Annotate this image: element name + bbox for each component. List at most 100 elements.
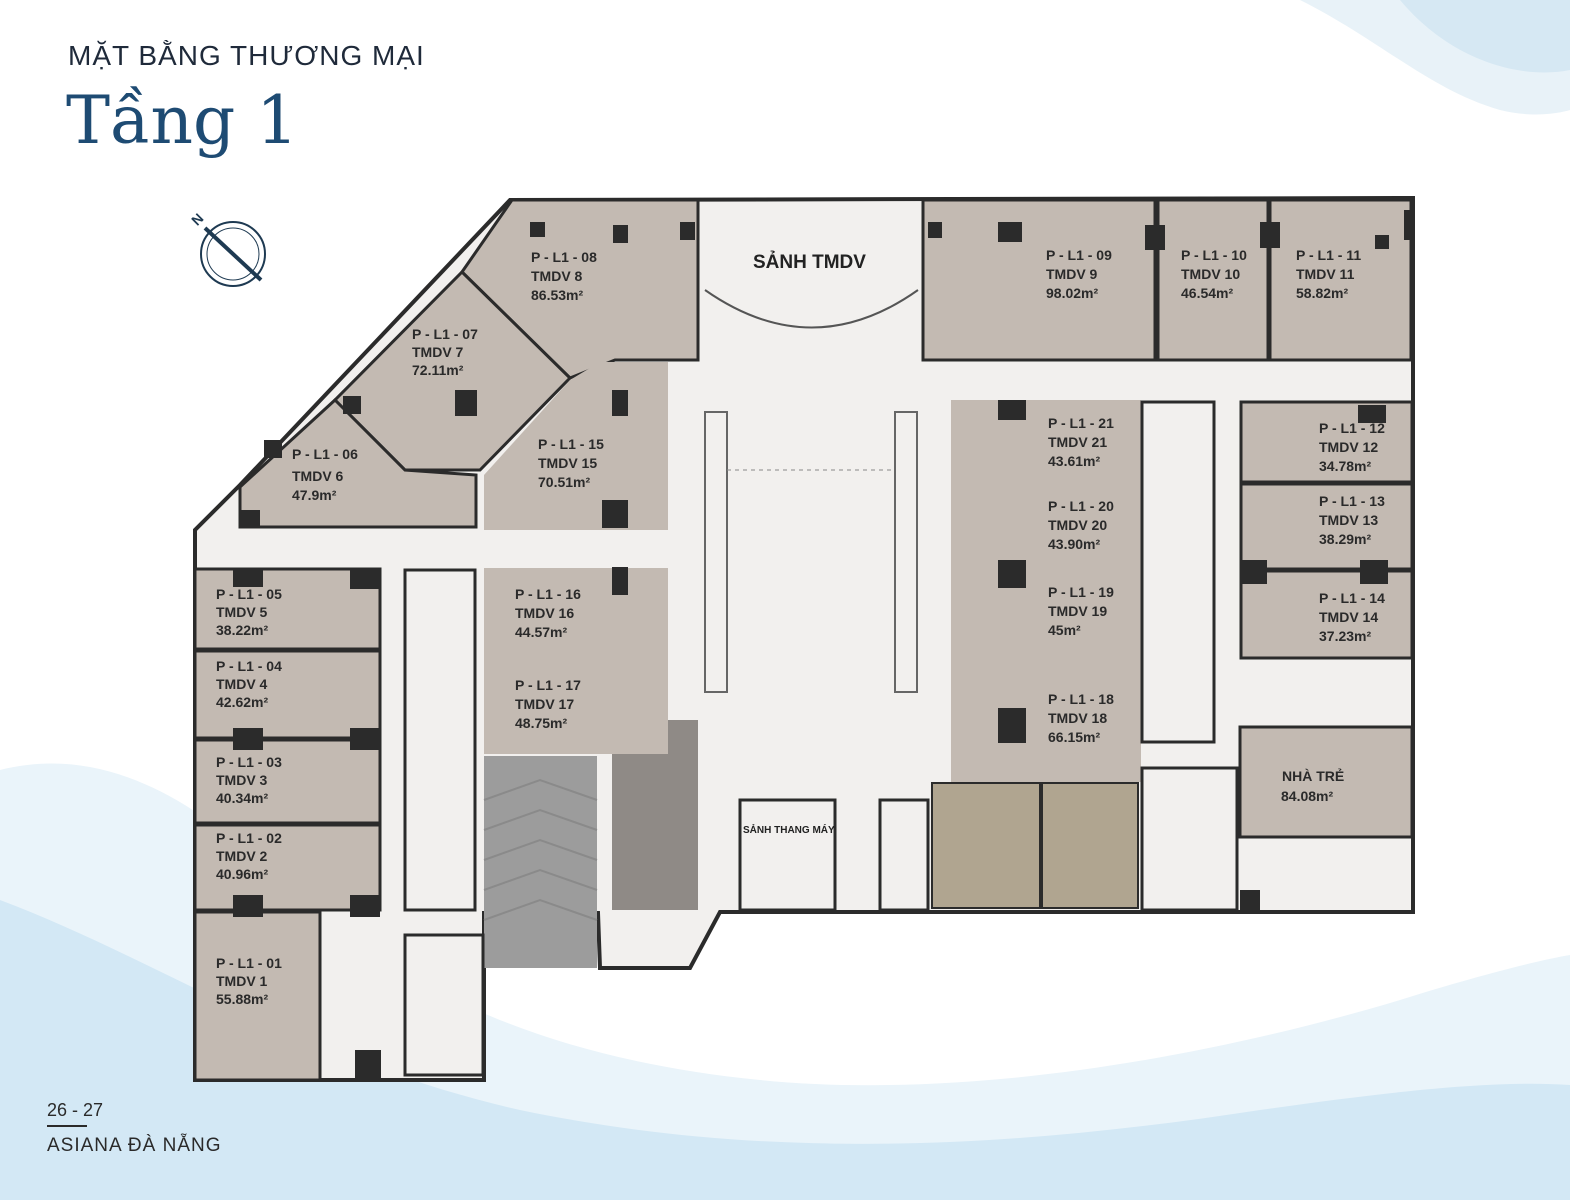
unit-shape-14 <box>1239 569 1414 660</box>
svg-text:P - L1 - 07: P - L1 - 07 <box>412 326 478 342</box>
unit-shape-02 <box>193 823 382 912</box>
service-core <box>403 400 1239 1077</box>
unit-label-06: P - L1 - 06 TMDV 6 47.9m² <box>292 446 358 503</box>
unit-shape-11 <box>1268 198 1413 362</box>
unit-shape-05 <box>193 567 382 651</box>
svg-text:P - L1 - 02: P - L1 - 02 <box>216 830 282 846</box>
svg-text:P - L1 - 17: P - L1 - 17 <box>515 677 581 693</box>
svg-text:48.75m²: 48.75m² <box>515 715 567 731</box>
unit-label-14: P - L1 - 14 TMDV 14 37.23m² <box>1319 590 1385 644</box>
nursery-label: NHÀ TRẺ 84.08m² <box>1281 768 1344 804</box>
unit-label-18: P - L1 - 18 TMDV 18 66.15m² <box>1048 691 1114 745</box>
svg-text:40.96m²: 40.96m² <box>216 866 268 882</box>
svg-text:40.34m²: 40.34m² <box>216 790 268 806</box>
svg-text:TMDV 18: TMDV 18 <box>1048 710 1107 726</box>
svg-text:P - L1 - 11: P - L1 - 11 <box>1296 247 1361 263</box>
svg-text:P - L1 - 06: P - L1 - 06 <box>292 446 358 462</box>
svg-text:P - L1 - 08: P - L1 - 08 <box>531 249 597 265</box>
svg-text:TMDV 17: TMDV 17 <box>515 696 574 712</box>
svg-text:TMDV 8: TMDV 8 <box>531 268 583 284</box>
svg-text:38.29m²: 38.29m² <box>1319 531 1371 547</box>
svg-text:TMDV 20: TMDV 20 <box>1048 517 1107 533</box>
unit-shape-01 <box>193 910 322 1082</box>
structural-columns <box>233 210 1414 1078</box>
unit-shape-03 <box>193 738 382 825</box>
svg-text:TMDV 9: TMDV 9 <box>1046 266 1098 282</box>
svg-text:TMDV 15: TMDV 15 <box>538 455 597 471</box>
storage-room <box>1041 782 1139 909</box>
svg-text:NHÀ TRẺ: NHÀ TRẺ <box>1282 768 1344 784</box>
svg-text:P - L1 - 21: P - L1 - 21 <box>1048 415 1114 431</box>
unit-label-13: P - L1 - 13 TMDV 13 38.29m² <box>1319 493 1385 547</box>
svg-text:TMDV 12: TMDV 12 <box>1319 439 1378 455</box>
parking-ramp <box>484 756 597 968</box>
svg-text:TMDV 5: TMDV 5 <box>216 604 268 620</box>
svg-text:TMDV 13: TMDV 13 <box>1319 512 1378 528</box>
compass-north-letter: N <box>188 210 206 228</box>
svg-text:43.61m²: 43.61m² <box>1048 453 1100 469</box>
unit-shape-09 <box>921 198 1157 362</box>
svg-text:P - L1 - 01: P - L1 - 01 <box>216 955 282 971</box>
unit-label-20: P - L1 - 20 TMDV 20 43.90m² <box>1048 498 1114 552</box>
unit-shape-06 <box>238 397 478 529</box>
svg-text:TMDV 3: TMDV 3 <box>216 772 268 788</box>
escalator <box>704 411 728 693</box>
svg-text:84.08m²: 84.08m² <box>1281 788 1333 804</box>
svg-text:72.11m²: 72.11m² <box>412 362 464 378</box>
unit-shape-04 <box>193 649 382 740</box>
svg-text:TMDV 16: TMDV 16 <box>515 605 574 621</box>
page-numbers: 26 - 27 <box>47 1100 104 1120</box>
svg-text:P - L1 - 14: P - L1 - 14 <box>1319 590 1385 606</box>
svg-text:TMDV 11: TMDV 11 <box>1296 266 1355 282</box>
svg-text:P - L1 - 05: P - L1 - 05 <box>216 586 282 602</box>
unit-shape-07 <box>332 269 573 472</box>
elevator-lobby-label: SẢNH THANG MÁY <box>743 823 835 836</box>
svg-text:66.15m²: 66.15m² <box>1048 729 1100 745</box>
svg-text:34.78m²: 34.78m² <box>1319 458 1371 474</box>
svg-text:P - L1 - 09: P - L1 - 09 <box>1046 247 1112 263</box>
svg-text:P - L1 - 13: P - L1 - 13 <box>1319 493 1385 509</box>
svg-text:70.51m²: 70.51m² <box>538 474 590 490</box>
svg-text:TMDV 10: TMDV 10 <box>1181 266 1240 282</box>
unit-label-03: P - L1 - 03 TMDV 3 40.34m² <box>216 754 282 806</box>
page-title: Tầng 1 <box>66 82 299 159</box>
svg-text:45m²: 45m² <box>1048 622 1081 638</box>
svg-text:TMDV 2: TMDV 2 <box>216 848 268 864</box>
svg-text:37.23m²: 37.23m² <box>1319 628 1371 644</box>
svg-text:47.9m²: 47.9m² <box>292 487 337 503</box>
svg-text:P - L1 - 03: P - L1 - 03 <box>216 754 282 770</box>
svg-text:43.90m²: 43.90m² <box>1048 536 1100 552</box>
unit-label-17: P - L1 - 17 TMDV 17 48.75m² <box>515 677 581 731</box>
svg-text:TMDV 6: TMDV 6 <box>292 468 344 484</box>
unit-label-11: P - L1 - 11 TMDV 11 58.82m² <box>1296 247 1361 301</box>
svg-text:TMDV 14: TMDV 14 <box>1319 609 1378 625</box>
svg-text:86.53m²: 86.53m² <box>531 287 583 303</box>
unit-shape-13 <box>1239 482 1414 571</box>
svg-text:P - L1 - 18: P - L1 - 18 <box>1048 691 1114 707</box>
unit-label-12: P - L1 - 12 TMDV 12 34.78m² <box>1319 420 1385 474</box>
storage-room <box>931 782 1041 909</box>
svg-text:P - L1 - 16: P - L1 - 16 <box>515 586 581 602</box>
svg-text:P - L1 - 15: P - L1 - 15 <box>538 436 604 452</box>
unit-label-15: P - L1 - 15 TMDV 15 70.51m² <box>538 436 604 490</box>
svg-text:P - L1 - 12: P - L1 - 12 <box>1319 420 1385 436</box>
svg-text:46.54m²: 46.54m² <box>1181 285 1233 301</box>
unit-shape-10 <box>1156 198 1270 362</box>
svg-text:P - L1 - 20: P - L1 - 20 <box>1048 498 1114 514</box>
svg-text:58.82m²: 58.82m² <box>1296 285 1348 301</box>
project-name: ASIANA ĐÀ NẴNG <box>47 1135 222 1156</box>
escalator <box>894 411 918 693</box>
svg-text:P - L1 - 04: P - L1 - 04 <box>216 658 282 674</box>
nursery-shape <box>1238 725 1414 839</box>
